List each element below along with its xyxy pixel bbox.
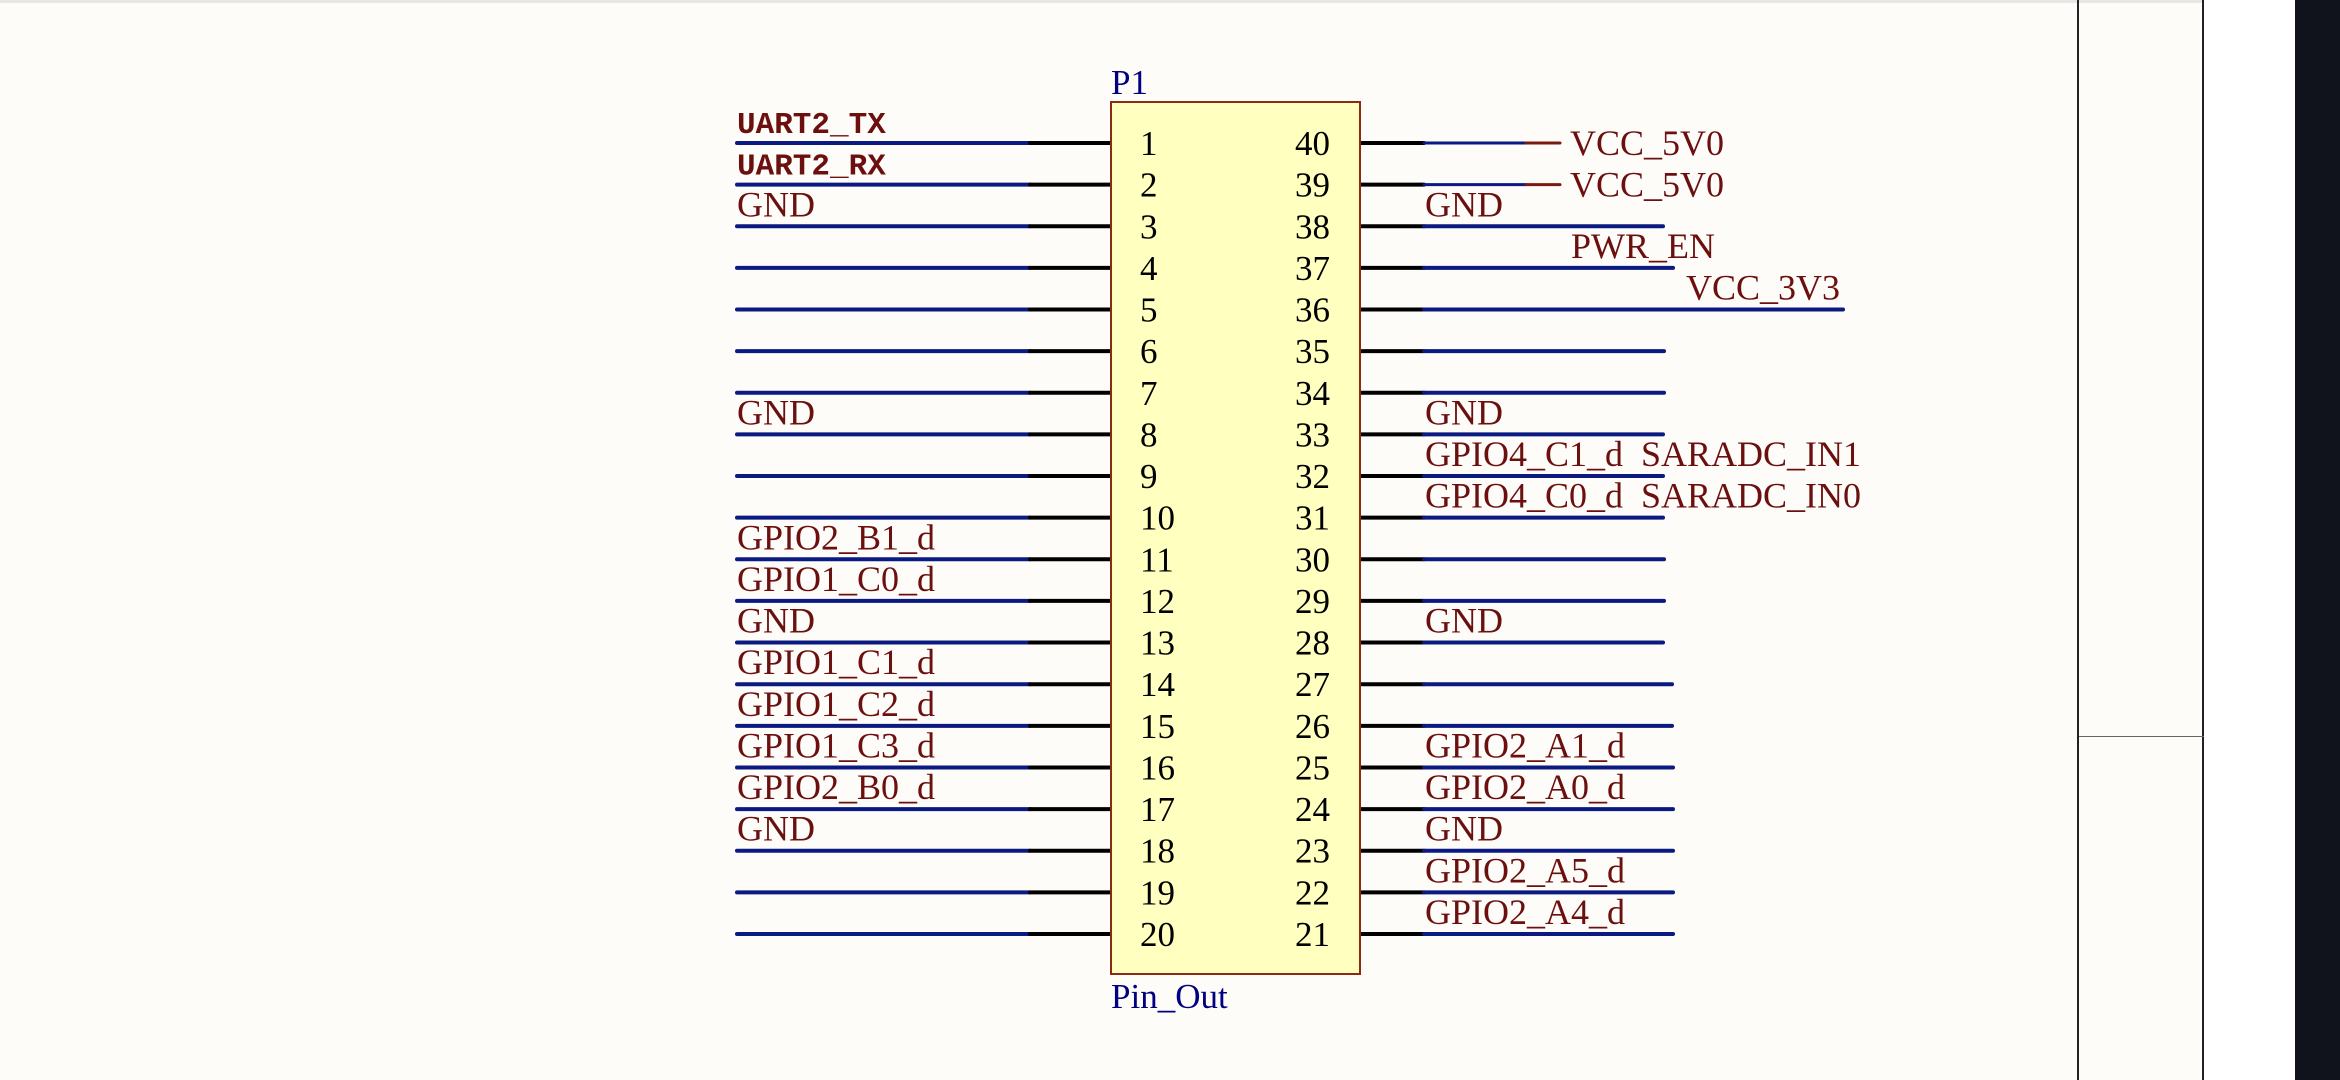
net-label[interactable]: GND xyxy=(737,601,815,641)
net-label[interactable]: PWR_EN xyxy=(1571,226,1715,266)
pin-number: 17 xyxy=(1140,790,1175,829)
pin-number: 31 xyxy=(1295,499,1330,538)
pin-number: 40 xyxy=(1295,124,1330,163)
net-label[interactable]: GND xyxy=(1425,601,1503,641)
net-alias-label[interactable]: SARADC_IN0 xyxy=(1641,476,1861,516)
pin-number: 29 xyxy=(1295,582,1330,621)
1.5[interactable] xyxy=(1659,0,1685,740)
pin-number: 24 xyxy=(1295,790,1330,829)
net-label[interactable]: GPIO2_A4_d xyxy=(1425,892,1625,932)
net-label[interactable]: UART2_RX xyxy=(737,150,886,185)
pin-number: 33 xyxy=(1295,415,1330,454)
pin-number: 4 xyxy=(1140,249,1158,288)
pin-number: 9 xyxy=(1140,457,1158,496)
net-label[interactable]: GPIO2_A0_d xyxy=(1425,767,1625,807)
sheet-border-line xyxy=(2077,0,2079,1080)
net-label[interactable]: GND xyxy=(1425,184,1503,224)
pin-number: 20 xyxy=(1140,915,1175,954)
pin-number: 21 xyxy=(1295,915,1330,954)
net-label[interactable]: GPIO2_A5_d xyxy=(1425,850,1625,890)
1.5[interactable] xyxy=(1659,0,1685,670)
pin-number: 15 xyxy=(1140,707,1175,746)
component-designator[interactable]: P1 xyxy=(1111,63,1148,102)
net-label[interactable]: GND xyxy=(1425,809,1503,849)
window-top-edge xyxy=(0,0,2340,3)
net-label[interactable]: GPIO1_C2_d xyxy=(737,684,935,724)
pin-number: 14 xyxy=(1140,665,1175,704)
1.5[interactable] xyxy=(724,0,750,532)
pin-number: 23 xyxy=(1295,832,1330,871)
pin-number: 22 xyxy=(1295,873,1330,912)
1.5[interactable] xyxy=(1651,0,1677,615)
pin-number: 30 xyxy=(1295,540,1330,579)
scrollbar-track[interactable] xyxy=(2295,0,2340,1080)
net-label[interactable]: GND xyxy=(737,184,815,224)
pin-number: 8 xyxy=(1140,415,1158,454)
pin-number: 18 xyxy=(1140,832,1175,871)
pin-number: 11 xyxy=(1140,540,1174,579)
net-label[interactable]: GPIO2_B1_d xyxy=(737,517,935,557)
net-alias-label[interactable]: SARADC_IN1 xyxy=(1641,434,1861,474)
net-label[interactable]: UART2_TX xyxy=(737,108,886,143)
net-label[interactable]: GPIO2_B0_d xyxy=(737,767,935,807)
side-panel xyxy=(2204,0,2295,1080)
pin-number: 26 xyxy=(1295,707,1330,746)
pin-number: 3 xyxy=(1140,207,1158,246)
1.5[interactable] xyxy=(724,0,750,296)
pin-number: 12 xyxy=(1140,582,1175,621)
pin-number: 19 xyxy=(1140,873,1175,912)
sheet-border-line xyxy=(2202,0,2204,1080)
pin-number: 36 xyxy=(1295,291,1330,330)
pin-number: 37 xyxy=(1295,249,1330,288)
pin-number: 38 xyxy=(1295,207,1330,246)
net-label[interactable]: GPIO4_C1_d xyxy=(1425,434,1623,474)
pin-number: 13 xyxy=(1140,624,1175,663)
net-label[interactable]: GND xyxy=(737,392,815,432)
net-label[interactable]: VCC_3V3 xyxy=(1686,268,1840,308)
net-label[interactable]: GND xyxy=(1425,392,1503,432)
pin-number: 34 xyxy=(1295,374,1330,413)
net-label[interactable]: GPIO4_C0_d xyxy=(1425,476,1623,516)
component-comment[interactable]: Pin_Out xyxy=(1111,977,1228,1016)
power-port-label[interactable]: VCC_5V0 xyxy=(1570,123,1724,163)
pin-number: 28 xyxy=(1295,624,1330,663)
pin-number: 5 xyxy=(1140,291,1158,330)
pin-number: 35 xyxy=(1295,332,1330,371)
net-label[interactable]: GPIO1_C3_d xyxy=(737,725,935,765)
pin-number: 7 xyxy=(1140,374,1158,413)
pin-number: 27 xyxy=(1295,665,1330,704)
net-label[interactable]: GPIO2_A1_d xyxy=(1425,725,1625,765)
1.5[interactable] xyxy=(1659,0,1685,712)
pin-number: 10 xyxy=(1140,499,1175,538)
pin-number: 32 xyxy=(1295,457,1330,496)
connector-body[interactable] xyxy=(1110,101,1361,975)
pin-number: 16 xyxy=(1140,748,1175,787)
pin-number: 6 xyxy=(1140,332,1158,371)
net-label[interactable]: GPIO1_C1_d xyxy=(737,642,935,682)
sheet-border-line xyxy=(2079,736,2204,737)
pin-number: 39 xyxy=(1295,166,1330,205)
net-label[interactable]: GND xyxy=(737,809,815,849)
pin-number: 2 xyxy=(1140,166,1158,205)
pin-number: 1 xyxy=(1140,124,1158,163)
power-port-label[interactable]: VCC_5V0 xyxy=(1570,165,1724,205)
pin-number: 25 xyxy=(1295,748,1330,787)
1.5[interactable] xyxy=(1659,0,1685,698)
net-label[interactable]: GPIO1_C0_d xyxy=(737,559,935,599)
